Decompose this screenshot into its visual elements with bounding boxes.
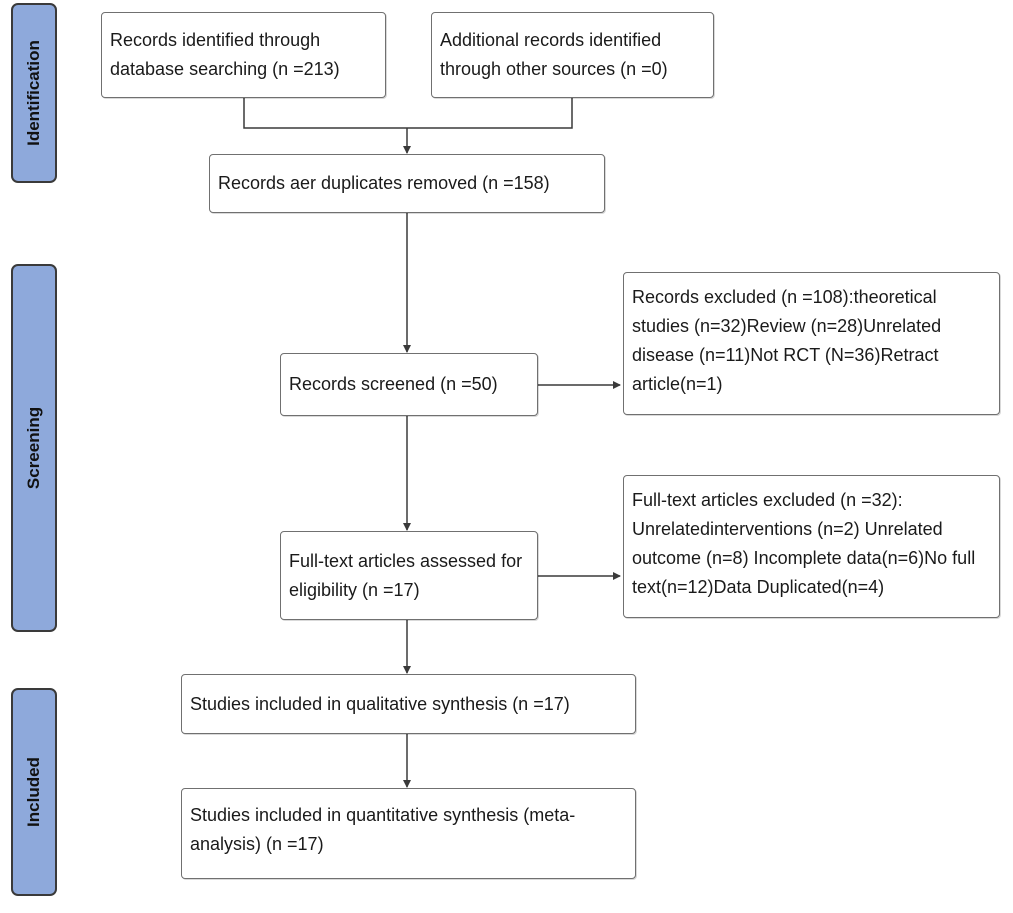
screened-text: Records screened (n =50)	[289, 374, 498, 394]
phase-included: Included	[11, 688, 57, 896]
quantitative-text: Studies included in quantitative synthes…	[190, 805, 576, 854]
connector-other-merge	[407, 98, 573, 129]
box-qualitative: Studies included in qualitative synthesi…	[181, 674, 636, 734]
box-database-records: Records identified through database sear…	[101, 12, 386, 98]
box-other-records: Additional records identified through ot…	[431, 12, 714, 98]
box-fulltext-assessed: Full-text articles assessed for eligibil…	[280, 531, 538, 620]
phase-screening-label: Screening	[24, 406, 44, 490]
fulltext-excluded-text: Full-text articles excluded (n =32): Unr…	[632, 490, 976, 597]
box-screened: Records screened (n =50)	[280, 353, 538, 416]
box-records-excluded: Records excluded (n =108):theoretical st…	[623, 272, 1000, 415]
box-quantitative: Studies included in quantitative synthes…	[181, 788, 636, 879]
box-after-duplicates: Records aer duplicates removed (n =158)	[209, 154, 605, 213]
box-fulltext-excluded: Full-text articles excluded (n =32): Unr…	[623, 475, 1000, 618]
database-records-text: Records identified through database sear…	[110, 30, 340, 79]
fulltext-assessed-text: Full-text articles assessed for eligibil…	[289, 550, 523, 600]
phase-identification-label: Identification	[24, 40, 43, 146]
phase-included-label: Included	[24, 757, 43, 827]
phase-screening: Screening	[11, 264, 57, 632]
phase-identification: Identification	[11, 3, 57, 183]
records-excluded-text: Records excluded (n =108):theoretical st…	[632, 287, 942, 394]
connector-database-merge	[243, 98, 407, 129]
after-duplicates-text: Records aer duplicates removed (n =158)	[218, 173, 550, 193]
other-records-text: Additional records identified through ot…	[440, 30, 668, 79]
qualitative-text: Studies included in qualitative synthesi…	[190, 693, 570, 714]
